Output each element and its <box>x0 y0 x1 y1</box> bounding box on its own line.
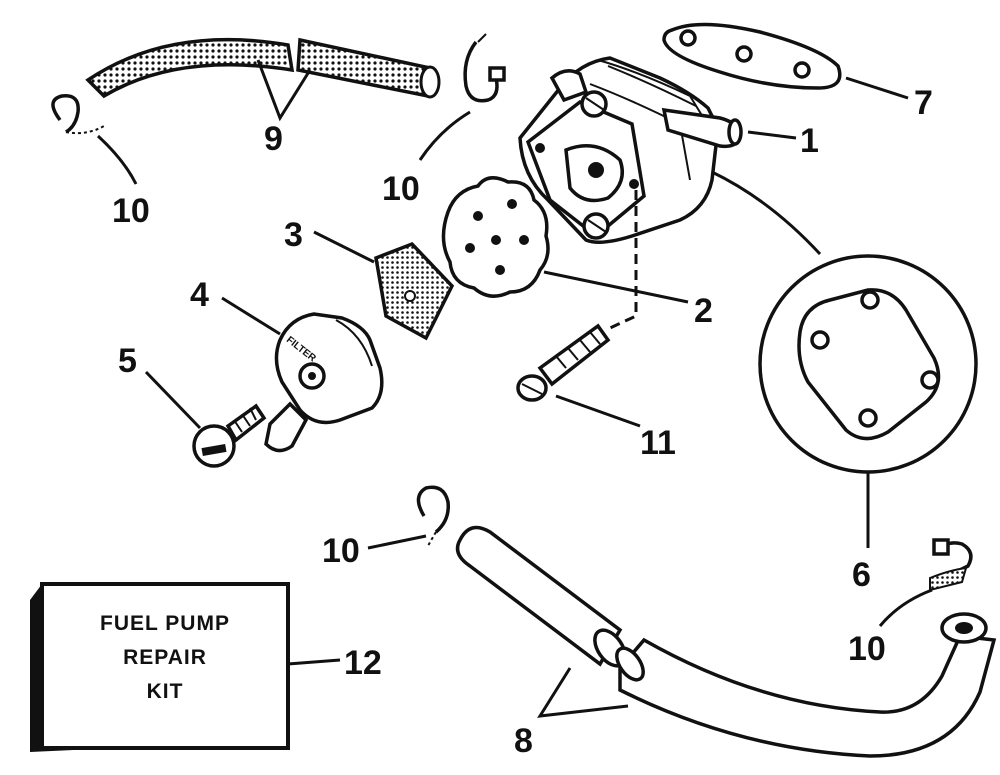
leader-2 <box>543 270 689 304</box>
callout-1: 1 <box>800 122 819 160</box>
screw-part-11 <box>516 323 611 402</box>
callout-12: 12 <box>344 644 382 682</box>
leader-7 <box>845 76 909 100</box>
leader-5 <box>144 370 202 430</box>
leader-10a <box>96 134 138 185</box>
kit-label-line-1: FUEL PUMP <box>100 612 230 635</box>
leader-10d <box>878 588 933 627</box>
kit-label-line-2: REPAIR <box>123 646 207 669</box>
callout-2: 2 <box>694 292 713 330</box>
hose-part-9 <box>85 37 441 99</box>
detail-circle-part-6 <box>758 254 978 474</box>
clip-10-lower-right <box>929 538 973 592</box>
callout-4: 4 <box>190 276 209 314</box>
callout-10a: 10 <box>112 192 150 230</box>
callout-10c: 10 <box>322 532 360 570</box>
leader-4 <box>221 296 281 336</box>
leader-11-alignment <box>609 190 638 330</box>
leader-8 <box>537 667 629 718</box>
leader-3 <box>313 230 375 264</box>
callout-3: 3 <box>284 216 303 254</box>
callout-7: 7 <box>914 84 933 122</box>
hose-part-8 <box>455 525 997 758</box>
repair-kit-box-part-12: FUEL PUMP REPAIR KIT <box>30 582 290 752</box>
clip-10-middle <box>416 485 450 547</box>
fuel-pump-body-part-1 <box>518 56 743 244</box>
kit-label-line-3: KIT <box>147 680 184 703</box>
leader-10b <box>418 110 471 161</box>
gasket-part-7 <box>662 22 842 90</box>
leader-10c <box>367 534 427 550</box>
callout-10d: 10 <box>848 630 886 668</box>
leader-1 <box>747 130 797 140</box>
clip-10-upper-middle <box>463 33 506 103</box>
clip-10-upper-left <box>51 94 105 135</box>
callout-5: 5 <box>118 342 137 380</box>
screw-part-5 <box>192 403 267 468</box>
filter-cover-part-4: FILTER <box>264 312 384 453</box>
filter-screen-part-3 <box>374 241 455 341</box>
leader-12 <box>287 658 341 666</box>
leader-9 <box>256 59 312 122</box>
callout-8: 8 <box>514 722 533 760</box>
callout-10b: 10 <box>382 170 420 208</box>
callout-6: 6 <box>852 556 871 594</box>
leader-11 <box>555 394 641 428</box>
diaphragm-part-2 <box>441 176 550 298</box>
leader-detail-6 <box>711 170 822 256</box>
callout-11: 11 <box>640 424 676 462</box>
callout-9: 9 <box>264 120 283 158</box>
